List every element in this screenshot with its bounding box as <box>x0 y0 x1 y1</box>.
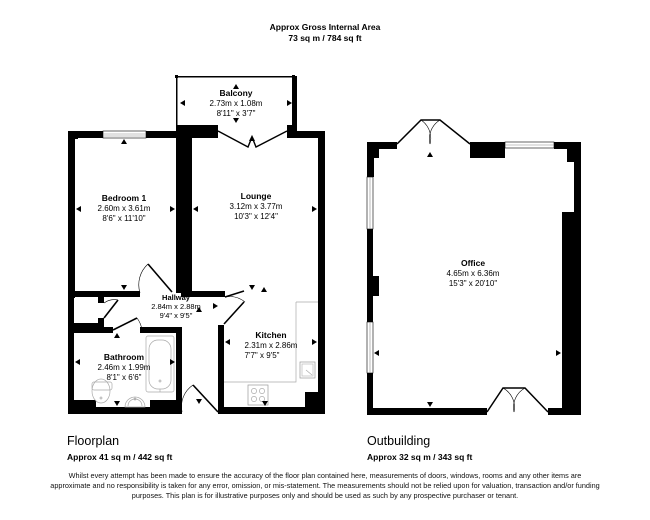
bathroom-fittings <box>91 335 175 408</box>
svg-text:7'7" x 9'5": 7'7" x 9'5" <box>245 351 280 360</box>
svg-text:Balcony: Balcony <box>219 88 252 98</box>
svg-text:15'3" x 20'10": 15'3" x 20'10" <box>449 279 497 288</box>
svg-text:8'11" x 3'7": 8'11" x 3'7" <box>217 109 256 118</box>
svg-text:10'3" x 12'4": 10'3" x 12'4" <box>234 212 278 221</box>
room-label-office: Office 4.65m x 6.36m 15'3" x 20'10" <box>447 258 500 288</box>
room-label-hallway: Hallway 2.84m x 2.88m 9'4" x 9'5" <box>151 293 201 320</box>
kitchen-fittings <box>224 301 318 406</box>
svg-text:3.12m x 3.77m: 3.12m x 3.77m <box>230 202 283 211</box>
svg-text:Kitchen: Kitchen <box>255 330 286 340</box>
room-label-lounge: Lounge 3.12m x 3.77m 10'3" x 12'4" <box>230 191 283 221</box>
floorplan-doors <box>103 263 246 413</box>
dimension-arrows <box>75 84 317 406</box>
svg-text:8'6" x 11'10": 8'6" x 11'10" <box>102 214 145 223</box>
svg-text:8'1" x 6'6": 8'1" x 6'6" <box>107 373 142 382</box>
room-label-balcony: Balcony 2.73m x 1.08m 8'11" x 3'7" <box>210 88 263 118</box>
room-label-bathroom: Bathroom 2.46m x 1.99m 8'1" x 6'6" <box>98 352 151 382</box>
svg-text:Bathroom: Bathroom <box>104 352 145 362</box>
svg-text:2.73m x 1.08m: 2.73m x 1.08m <box>210 99 263 108</box>
floorplan-walls <box>68 75 325 414</box>
outbuilding-dimension-arrows <box>374 152 561 407</box>
outbuilding-walls <box>367 142 581 415</box>
outbuilding-doors <box>396 119 549 413</box>
disclaimer-text: Whilst every attempt has been made to en… <box>50 471 600 501</box>
outbuilding-windows <box>366 141 555 374</box>
floorplan-title: Floorplan <box>67 434 120 448</box>
floorplan-area: Approx 41 sq m / 442 sq ft <box>67 452 173 462</box>
room-label-kitchen: Kitchen 2.31m x 2.86m 7'7" x 9'5" <box>245 330 298 360</box>
svg-text:2.31m x 2.86m: 2.31m x 2.86m <box>245 341 298 350</box>
room-label-bedroom-1: Bedroom 1 2.60m x 3.61m 8'6" x 11'10" <box>98 193 151 223</box>
svg-text:2.46m x 1.99m: 2.46m x 1.99m <box>98 363 151 372</box>
svg-text:4.65m x 6.36m: 4.65m x 6.36m <box>447 269 500 278</box>
svg-text:2.84m x 2.88m: 2.84m x 2.88m <box>151 302 201 311</box>
outbuilding-area: Approx 32 sq m / 343 sq ft <box>367 452 473 462</box>
svg-text:9'4" x 9'5": 9'4" x 9'5" <box>160 311 193 320</box>
gross-area-header: Approx Gross Internal Area 73 sq m / 784… <box>0 22 650 44</box>
gross-area-value: 73 sq m / 784 sq ft <box>288 33 362 43</box>
svg-text:Lounge: Lounge <box>241 191 272 201</box>
svg-text:Bedroom 1: Bedroom 1 <box>102 193 147 203</box>
svg-text:Office: Office <box>461 258 485 268</box>
svg-text:2.60m x 3.61m: 2.60m x 3.61m <box>98 204 151 213</box>
outbuilding-title: Outbuilding <box>367 434 431 448</box>
svg-text:Hallway: Hallway <box>162 293 191 302</box>
bedroom-window <box>102 130 147 139</box>
gross-area-title: Approx Gross Internal Area <box>269 22 381 32</box>
